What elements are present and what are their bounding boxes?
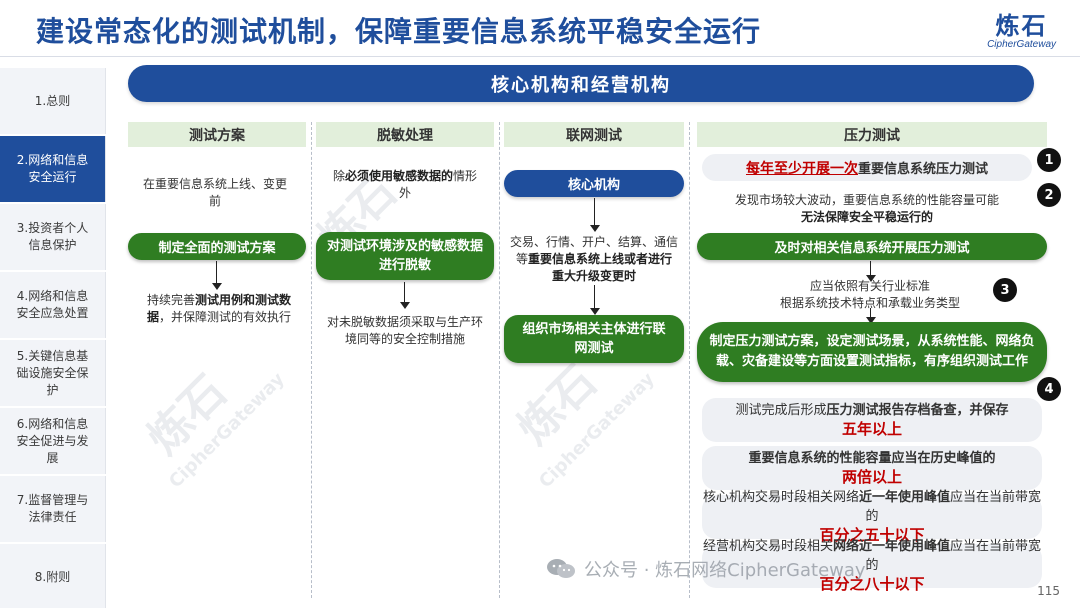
test-plan-condition: 在重要信息系统上线、变更前 bbox=[142, 177, 287, 208]
flow-arrow bbox=[589, 285, 600, 315]
core-and-operating-institutions-banner: 核心机构和经营机构 bbox=[128, 65, 1034, 102]
sidebar-item-network-security-operation[interactable]: 2.网络和信息 安全运行 bbox=[0, 136, 106, 202]
watermark-text-1: CipherGateway bbox=[165, 368, 289, 493]
flow-arrow bbox=[865, 308, 876, 324]
pressure-report-archive: 测试完成后形成压力测试报告存档备查，并保存 五年以上 bbox=[702, 398, 1042, 442]
flow-arrow bbox=[399, 282, 410, 309]
wechat-account-watermark: 公众号 · 炼石网络CipherGateway bbox=[546, 556, 866, 582]
flow-arrow bbox=[589, 198, 600, 232]
desensitize-requirement: 对未脱敏数据须采取与生产环境同等的安全控制措施 bbox=[326, 315, 483, 346]
pressure-timely-test-pill: 及时对相关信息系统开展压力测试 bbox=[697, 233, 1047, 260]
watermark-logo-3: 炼石 bbox=[508, 356, 607, 455]
pressure-core-bandwidth: 核心机构交易时段相关网络近一年使用峰值应当在当前带宽的 百分之五十以下 bbox=[702, 490, 1042, 544]
sidebar-item-personal-info-protection[interactable]: 3.投资者个人 信息保护 bbox=[0, 204, 106, 270]
marker-2: 2 bbox=[1037, 183, 1061, 207]
page-number: 115 bbox=[1037, 584, 1060, 598]
column-header-desensitize: 脱敏处理 bbox=[316, 122, 494, 147]
sidebar-item-security-promotion[interactable]: 6.网络和信息 安全促进与发 展 bbox=[0, 408, 106, 474]
sidebar-nav: 1.总则 2.网络和信息 安全运行 3.投资者个人 信息保护 4.网络和信息 安… bbox=[0, 68, 106, 608]
column-divider bbox=[311, 122, 312, 598]
pressure-capacity-requirement: 重要信息系统的性能容量应当在历史峰值的 两倍以上 bbox=[702, 446, 1042, 490]
wechat-icon bbox=[547, 559, 575, 578]
title-divider bbox=[0, 56, 1080, 57]
column-divider bbox=[689, 122, 690, 598]
sidebar-item-supplementary[interactable]: 8.附则 bbox=[0, 544, 106, 608]
sidebar-item-general[interactable]: 1.总则 bbox=[0, 68, 106, 134]
column-header-network-test: 联网测试 bbox=[504, 122, 684, 147]
watermark-logo-1: 炼石 bbox=[138, 366, 237, 465]
sidebar-item-supervision-liability[interactable]: 7.监督管理与 法律责任 bbox=[0, 476, 106, 542]
pressure-standard-basis: 应当依照有关行业标准根据系统技术特点和承载业务类型 bbox=[779, 279, 960, 310]
logo-cn: 炼石 bbox=[995, 12, 1048, 40]
pressure-annual-requirement: 每年至少开展一次重要信息系统压力测试 bbox=[702, 154, 1032, 181]
wechat-account-name: 公众号 · 炼石网络CipherGateway bbox=[584, 560, 866, 581]
flow-arrow bbox=[865, 261, 876, 282]
column-header-test-plan: 测试方案 bbox=[128, 122, 306, 147]
pressure-plan-pill: 制定压力测试方案，设定测试场景，从系统性能、网络负载、灾备建设等方面设置测试指标… bbox=[697, 322, 1047, 382]
company-logo: 炼石 CipherGateway bbox=[987, 6, 1056, 50]
column-header-pressure-test: 压力测试 bbox=[697, 122, 1047, 147]
page-title: 建设常态化的测试机制，保障重要信息系统平稳安全运行 bbox=[36, 15, 762, 48]
marker-1: 1 bbox=[1037, 148, 1061, 172]
pressure-operating-bandwidth: 经营机构交易时段相关网络近一年使用峰值应当在当前带宽的 百分之八十以下 bbox=[702, 539, 1042, 593]
sidebar-item-emergency-response[interactable]: 4.网络和信息 安全应急处置 bbox=[0, 272, 106, 338]
core-institution-pill: 核心机构 bbox=[504, 170, 684, 197]
test-plan-requirement: 持续完善测试用例和测试数据，并保障测试的有效执行 bbox=[146, 293, 292, 324]
network-test-pill: 组织市场相关主体进行联网测试 bbox=[504, 315, 684, 363]
column-divider bbox=[499, 122, 500, 598]
watermark-text-3: CipherGateway bbox=[535, 368, 659, 493]
flow-arrow bbox=[211, 261, 222, 290]
logo-en: CipherGateway bbox=[987, 39, 1056, 50]
desensitize-condition: 除必须使用敏感数据的情形外 bbox=[332, 169, 478, 200]
sidebar-item-critical-infrastructure[interactable]: 5.关键信息基 础设施安全保 护 bbox=[0, 340, 106, 406]
marker-3: 3 bbox=[993, 278, 1017, 302]
marker-4: 4 bbox=[1037, 377, 1061, 401]
network-test-condition: 交易、行情、开户、结算、通信等重要信息系统上线或者进行重大升级变更时 bbox=[510, 235, 679, 283]
test-plan-pill: 制定全面的测试方案 bbox=[128, 233, 306, 260]
desensitize-pill: 对测试环境涉及的敏感数据进行脱敏 bbox=[316, 232, 494, 280]
pressure-market-volatility: 发现市场较大波动，重要信息系统的性能容量可能无法保障安全平稳运行的 bbox=[734, 193, 999, 224]
